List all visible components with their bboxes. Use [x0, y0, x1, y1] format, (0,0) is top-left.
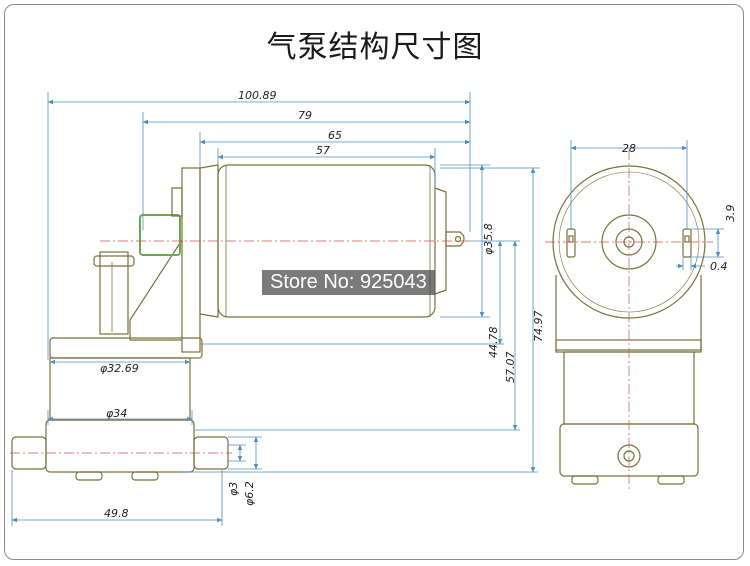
dim-terminal-thickness: 0.4: [710, 260, 728, 273]
dim-motor-diameter: φ35.8: [482, 223, 495, 255]
pump-base-plate: [49, 337, 203, 359]
bracket-plate: [181, 167, 201, 353]
dim-terminal-height: 3.9: [724, 205, 737, 223]
dim-nozzle-outer: φ6.2: [243, 481, 256, 506]
dim-height-57-07: 57.07: [504, 352, 517, 384]
dim-motor-length-65: 65: [328, 129, 342, 142]
end-view-pump-body: [555, 275, 702, 351]
dim-height-44-78: 44.78: [487, 327, 500, 359]
dim-terminal-spacing: 28: [622, 142, 636, 155]
connecting-rod: [99, 251, 129, 335]
terminal-right: [682, 228, 692, 258]
motor-terminal-tab: [445, 231, 465, 247]
pump-valve-body: [45, 419, 195, 473]
bracket-gusset: [129, 239, 183, 341]
drawing-border: [4, 4, 744, 560]
terminal-left: [566, 228, 576, 258]
end-view-valve-body: [559, 423, 699, 477]
dim-motor-can-57: 57: [316, 144, 330, 157]
dim-head-diameter: φ32.69: [100, 362, 139, 375]
dim-width-49-8: 49.8: [104, 507, 129, 520]
dim-nozzle-inner: φ3: [227, 482, 240, 496]
dim-height-74-97: 74.97: [532, 311, 545, 343]
side-dimensions: [11, 92, 540, 526]
dim-overall-length: 100.89: [238, 89, 277, 102]
end-view-dimensions: [570, 140, 724, 270]
terminal-board: [139, 214, 181, 256]
drawing-title: 气泵结构尺寸图: [266, 30, 484, 65]
dim-length-79: 79: [298, 109, 312, 122]
dim-base-diameter: φ34: [106, 407, 127, 420]
store-watermark: Store No: 925043: [262, 270, 435, 295]
side-view: [11, 164, 465, 481]
